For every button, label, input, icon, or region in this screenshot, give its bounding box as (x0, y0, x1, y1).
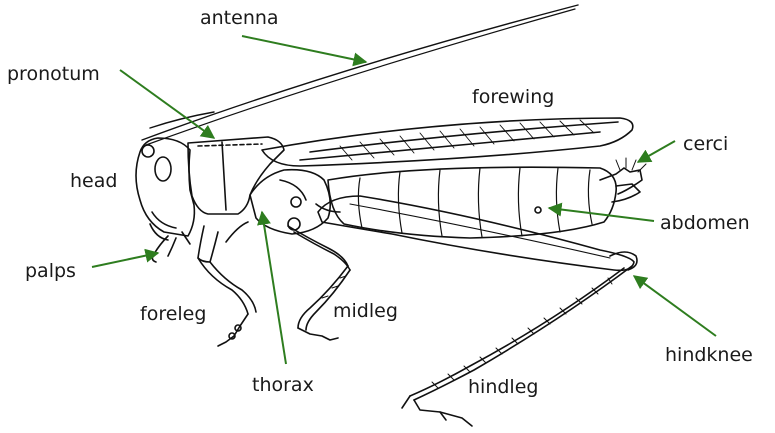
label-forewing: forewing (472, 86, 554, 108)
thorax-shape (250, 170, 330, 234)
palps-arrow (92, 253, 158, 267)
label-thorax: thorax (252, 374, 314, 396)
label-hindknee: hindknee (665, 344, 753, 366)
head-shape (136, 138, 194, 236)
label-midleg: midleg (333, 300, 398, 322)
hindknee-arrow (634, 276, 716, 336)
eye (155, 157, 171, 181)
antenna-arrow (242, 36, 366, 62)
label-cerci: cerci (683, 133, 728, 155)
label-palps: palps (25, 260, 76, 282)
abdomen-arrow (549, 208, 654, 221)
grasshopper-body (136, 5, 646, 426)
cerci-arrow (638, 141, 675, 162)
thorax-arrow (262, 212, 286, 364)
label-head: head (70, 170, 117, 192)
label-abdomen: abdomen (660, 212, 750, 234)
foreleg-upper (198, 226, 218, 262)
label-antenna: antenna (200, 7, 279, 29)
pronotum-arrow (120, 70, 214, 138)
label-foreleg: foreleg (140, 303, 206, 325)
label-hindleg: hindleg (468, 376, 538, 398)
cerci-shape (600, 168, 642, 194)
label-pronotum: pronotum (7, 63, 100, 85)
